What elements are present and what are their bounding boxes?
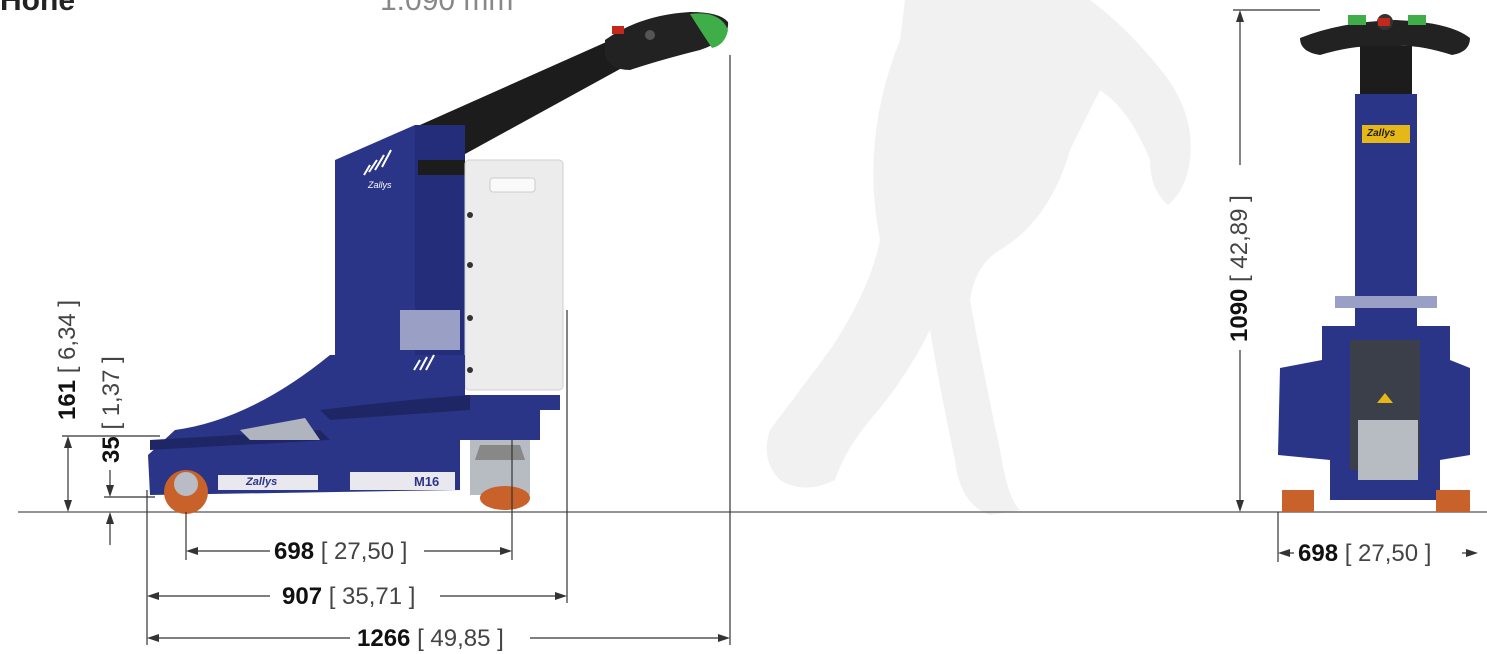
dim-35-mm: 35: [98, 436, 125, 463]
battery-pack: [464, 159, 564, 391]
dim-1266: 1266 [ 49,85 ]: [357, 627, 504, 651]
dim-1266-mm: 1266: [357, 625, 411, 652]
brand-label-front: Zallys: [1367, 128, 1396, 139]
tug-side-view: [148, 12, 729, 514]
dim-698-front: 698 [ 27,50 ]: [1298, 542, 1431, 566]
dim-1090: 1090 [ 42,89 ]: [1226, 195, 1253, 342]
model-label: M16: [414, 474, 440, 489]
dimension-lines: [62, 9, 1478, 645]
dim-907-mm: 907: [282, 583, 323, 610]
handle-arm: [420, 35, 640, 165]
dim-698-side-in: [ 27,50 ]: [320, 538, 408, 565]
tug-front-view: [1278, 14, 1470, 512]
dim-1090-mm: 1090: [1226, 288, 1253, 342]
dim-698-side: 698 [ 27,50 ]: [274, 540, 407, 564]
dim-161-mm: 161: [54, 379, 81, 420]
dim-35: 35 [ 1,37 ]: [98, 356, 125, 463]
dim-698-front-mm: 698: [1298, 540, 1339, 567]
header-title: Hone: [0, 0, 75, 17]
rear-wheel: [480, 486, 530, 510]
dim-1266-in: [ 49,85 ]: [417, 625, 504, 652]
dim-161-in: [ 6,34 ]: [54, 299, 81, 374]
brand-label-column: Zallys: [368, 180, 392, 190]
body-column: [335, 125, 418, 355]
dim-907: 907 [ 35,71 ]: [282, 585, 415, 609]
handle-grip: [605, 12, 729, 70]
dim-161: 161 [ 6,34 ]: [54, 299, 81, 420]
dim-698-side-mm: 698: [274, 538, 315, 565]
dim-907-in: [ 35,71 ]: [328, 583, 416, 610]
chassis: [148, 355, 560, 495]
header-value: 1.090 mm: [380, 0, 514, 17]
dim-698-front-in: [ 27,50 ]: [1344, 540, 1432, 567]
dim-35-in: [ 1,37 ]: [98, 356, 125, 430]
brand-label-side: Zallys: [246, 476, 278, 488]
human-silhouette: [766, 0, 1191, 515]
dim-1090-in: [ 42,89 ]: [1226, 195, 1253, 282]
